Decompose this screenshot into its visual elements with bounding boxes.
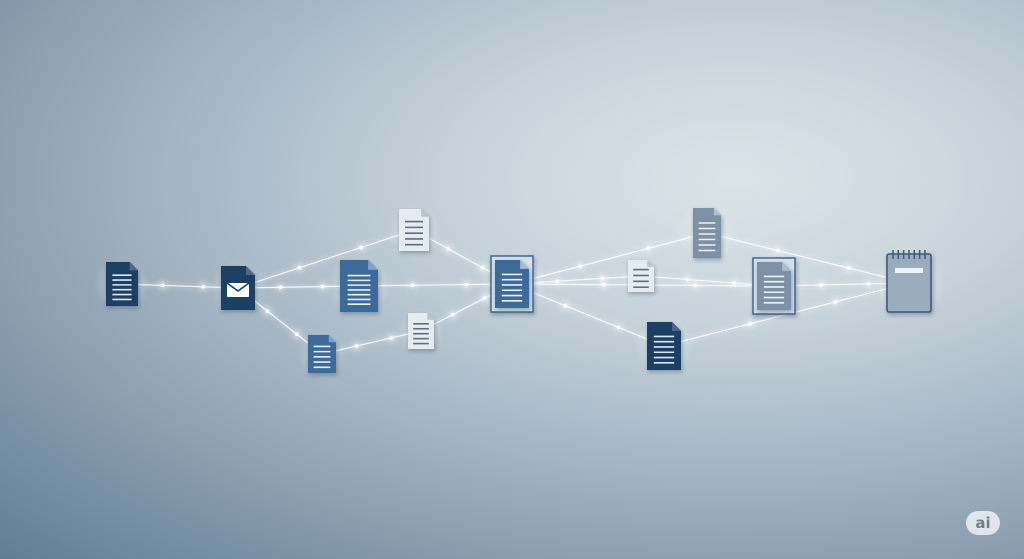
connector-line [706,231,910,285]
document-dark-icon [637,319,691,373]
document-framed-icon [481,253,543,315]
document-framed-icon [743,255,805,317]
email-document-icon [213,263,263,313]
document-light-icon [623,258,659,294]
document-mid-icon [301,333,343,375]
notepad-icon [877,250,941,315]
document-light-icon [401,311,441,351]
document-gray-icon [679,205,735,261]
document-nodes [97,205,941,375]
connector-line [237,228,415,290]
document-light-icon [390,206,438,254]
connector-line [511,231,708,286]
document-dark-icon [97,259,147,309]
ai-badge: ai [966,511,1000,535]
document-mid-icon [330,257,388,315]
